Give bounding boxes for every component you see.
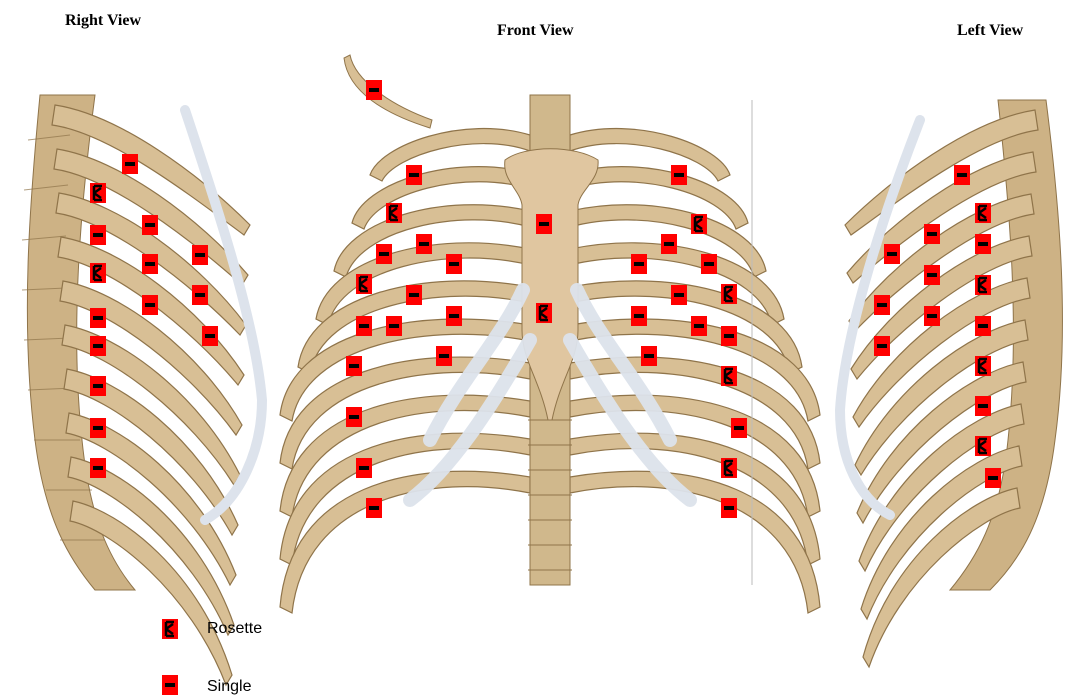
single-gauge-marker (90, 418, 106, 438)
single-gauge-marker (641, 346, 657, 366)
single-gauge-marker (671, 285, 687, 305)
single-gauge-marker (874, 336, 890, 356)
single-gauge-marker (386, 316, 402, 336)
single-gauge-marker (192, 245, 208, 265)
rosette-gauge-marker (721, 284, 737, 304)
rosette-gauge-marker (721, 458, 737, 478)
single-gauge-marker (90, 225, 106, 245)
single-gauge-marker (924, 306, 940, 326)
single-gauge-marker (975, 396, 991, 416)
single-legend-label: Single (207, 678, 251, 696)
single-gauge-marker (731, 418, 747, 438)
single-gauge-marker (874, 295, 890, 315)
rosette-gauge-marker (90, 263, 106, 283)
single-gauge-marker (416, 234, 432, 254)
single-gauge-marker (366, 498, 382, 518)
rosette-gauge-marker (721, 366, 737, 386)
single-gauge-marker (142, 215, 158, 235)
single-gauge-marker (924, 265, 940, 285)
single-gauge-marker (90, 308, 106, 328)
single-gauge-marker (406, 165, 422, 185)
single-gauge-marker (954, 165, 970, 185)
rosette-gauge-marker (386, 203, 402, 223)
single-gauge-marker (721, 326, 737, 346)
single-gauge-marker (631, 306, 647, 326)
single-gauge-marker (884, 244, 900, 264)
rosette-gauge-marker (975, 356, 991, 376)
single-gauge-marker (202, 326, 218, 346)
single-gauge-marker (406, 285, 422, 305)
single-gauge-marker (142, 254, 158, 274)
rosette-legend-icon (162, 619, 178, 639)
single-gauge-marker (90, 336, 106, 356)
single-gauge-marker (90, 458, 106, 478)
single-gauge-marker (536, 214, 552, 234)
single-legend-icon (162, 675, 178, 695)
rosette-gauge-marker (691, 214, 707, 234)
single-gauge-marker (701, 254, 717, 274)
single-gauge-marker (366, 80, 382, 100)
single-gauge-marker (446, 254, 462, 274)
rosette-legend-label: Rosette (207, 620, 262, 638)
rosette-gauge-marker (975, 436, 991, 456)
single-gauge-marker (356, 458, 372, 478)
single-gauge-marker (346, 356, 362, 376)
single-gauge-marker (975, 234, 991, 254)
single-gauge-marker (975, 316, 991, 336)
single-gauge-marker (661, 234, 677, 254)
single-gauge-marker (376, 244, 392, 264)
single-gauge-marker (924, 224, 940, 244)
single-gauge-marker (142, 295, 158, 315)
single-gauge-marker (691, 316, 707, 336)
left-view-ribcage (840, 100, 1062, 667)
single-gauge-marker (436, 346, 452, 366)
single-gauge-marker (985, 468, 1001, 488)
rosette-gauge-marker (975, 203, 991, 223)
single-gauge-marker (122, 154, 138, 174)
single-gauge-marker (346, 407, 362, 427)
single-gauge-marker (721, 498, 737, 518)
single-gauge-marker (446, 306, 462, 326)
single-gauge-marker (90, 376, 106, 396)
single-gauge-marker (192, 285, 208, 305)
single-gauge-marker (631, 254, 647, 274)
rosette-gauge-marker (356, 274, 372, 294)
single-gauge-marker (671, 165, 687, 185)
rosette-gauge-marker (536, 303, 552, 323)
rosette-gauge-marker (90, 183, 106, 203)
single-gauge-marker (356, 316, 372, 336)
right-view-ribcage (22, 95, 262, 685)
rosette-gauge-marker (975, 275, 991, 295)
